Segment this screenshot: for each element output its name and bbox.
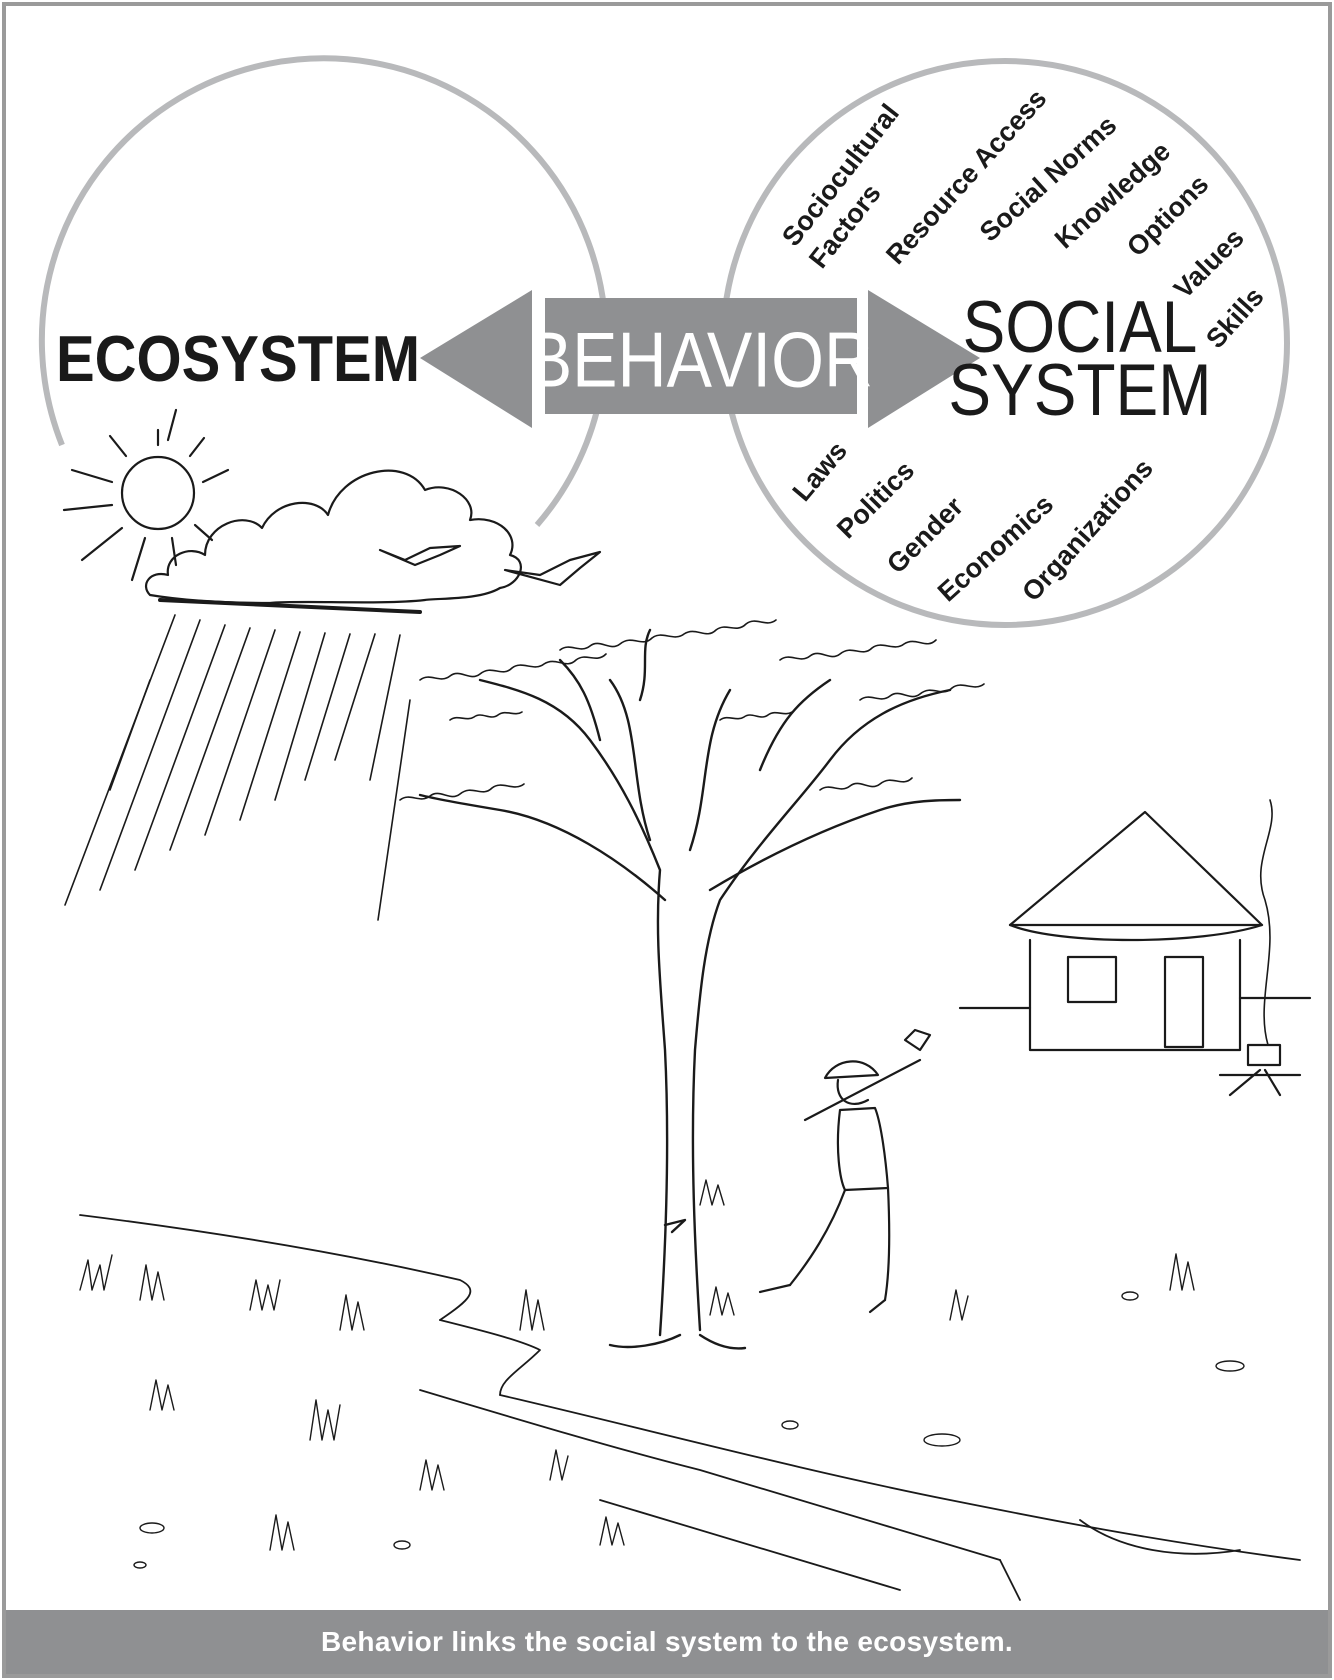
smoke [1259,799,1273,1046]
left-arrow [420,290,532,428]
pebbles [133,1291,1245,1569]
person-with-axe-icon [758,1028,932,1314]
factor-skills: Skills [1200,282,1269,355]
rain [64,614,411,921]
bird-icon [378,544,462,567]
hut-icon [958,810,1312,1052]
tree-foliage [399,619,985,801]
ground [79,1214,1301,1601]
bird-icon-2 [503,550,602,587]
factor-laws: Laws [787,436,853,507]
social-label-line1: SOCIAL [963,286,1198,368]
tree [418,628,962,1350]
ecosystem-label: ECOSYSTEM [56,323,420,396]
caption-bar: Behavior links the social system to the … [6,1610,1328,1674]
fire-pot-icon [1218,1043,1302,1097]
right-arrow [868,290,980,428]
grass [79,1179,1195,1551]
factor-politics: Politics [831,455,920,544]
caption-text: Behavior links the social system to the … [321,1626,1013,1657]
cloud-icon [144,469,522,605]
social-label-line2: SYSTEM [948,349,1211,431]
behavior-label: BEHAVIOR [527,316,873,404]
behavior-box [545,298,857,414]
